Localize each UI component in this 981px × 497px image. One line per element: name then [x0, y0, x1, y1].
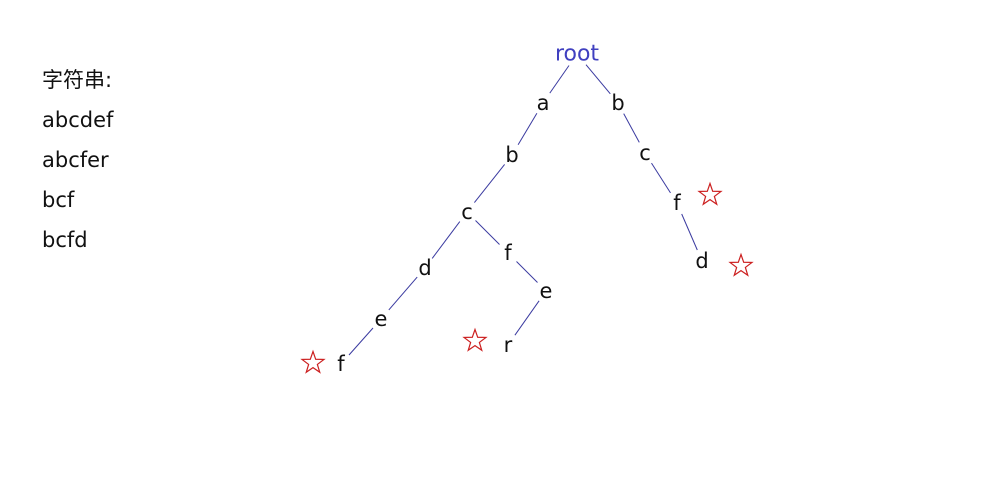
string-item: abcdef	[42, 108, 114, 132]
edge-abc-abcd	[431, 221, 461, 259]
trie-edges	[348, 64, 698, 356]
node-abcfe: e	[540, 279, 553, 303]
node-abcf: f	[504, 241, 512, 265]
edge-a-ab	[517, 113, 538, 145]
edge-ab-abc	[474, 164, 505, 203]
node-abcdef: f	[337, 352, 345, 376]
string-item: bcf	[42, 188, 75, 212]
end-of-word-star-icon	[300, 349, 326, 374]
node-bcf: f	[673, 191, 681, 215]
node-bc: c	[639, 141, 651, 165]
edge-bc-bcf	[651, 162, 671, 194]
node-abcfer: r	[504, 333, 513, 357]
edge-abcd-abcde	[388, 276, 418, 311]
node-bcfd: d	[695, 249, 708, 273]
edge-abc-abcf	[475, 220, 500, 245]
node-abc: c	[461, 200, 473, 224]
string-list-heading: 字符串:	[42, 68, 113, 92]
string-item: abcfer	[42, 148, 109, 172]
node-a: a	[537, 91, 550, 115]
node-b: b	[611, 91, 624, 115]
edge-b-bc	[623, 113, 640, 143]
node-ab: b	[505, 143, 518, 167]
node-abcde: e	[375, 307, 388, 331]
edge-root-b	[585, 64, 611, 95]
string-list: 字符串: abcdef abcfer bcf bcfd	[42, 60, 113, 260]
edge-bcf-bcfd	[681, 213, 698, 251]
edge-root-a	[549, 65, 570, 94]
edge-abcf-abcfe	[516, 261, 538, 283]
edge-abcde-abcdef	[348, 327, 374, 356]
end-markers	[300, 181, 754, 374]
end-of-word-star-icon	[697, 181, 723, 206]
edge-abcfe-abcfer	[514, 300, 540, 336]
node-root: root	[555, 42, 599, 67]
end-of-word-star-icon	[728, 252, 754, 277]
string-item: bcfd	[42, 228, 88, 252]
node-abcd: d	[418, 256, 431, 280]
end-of-word-star-icon	[462, 327, 488, 352]
